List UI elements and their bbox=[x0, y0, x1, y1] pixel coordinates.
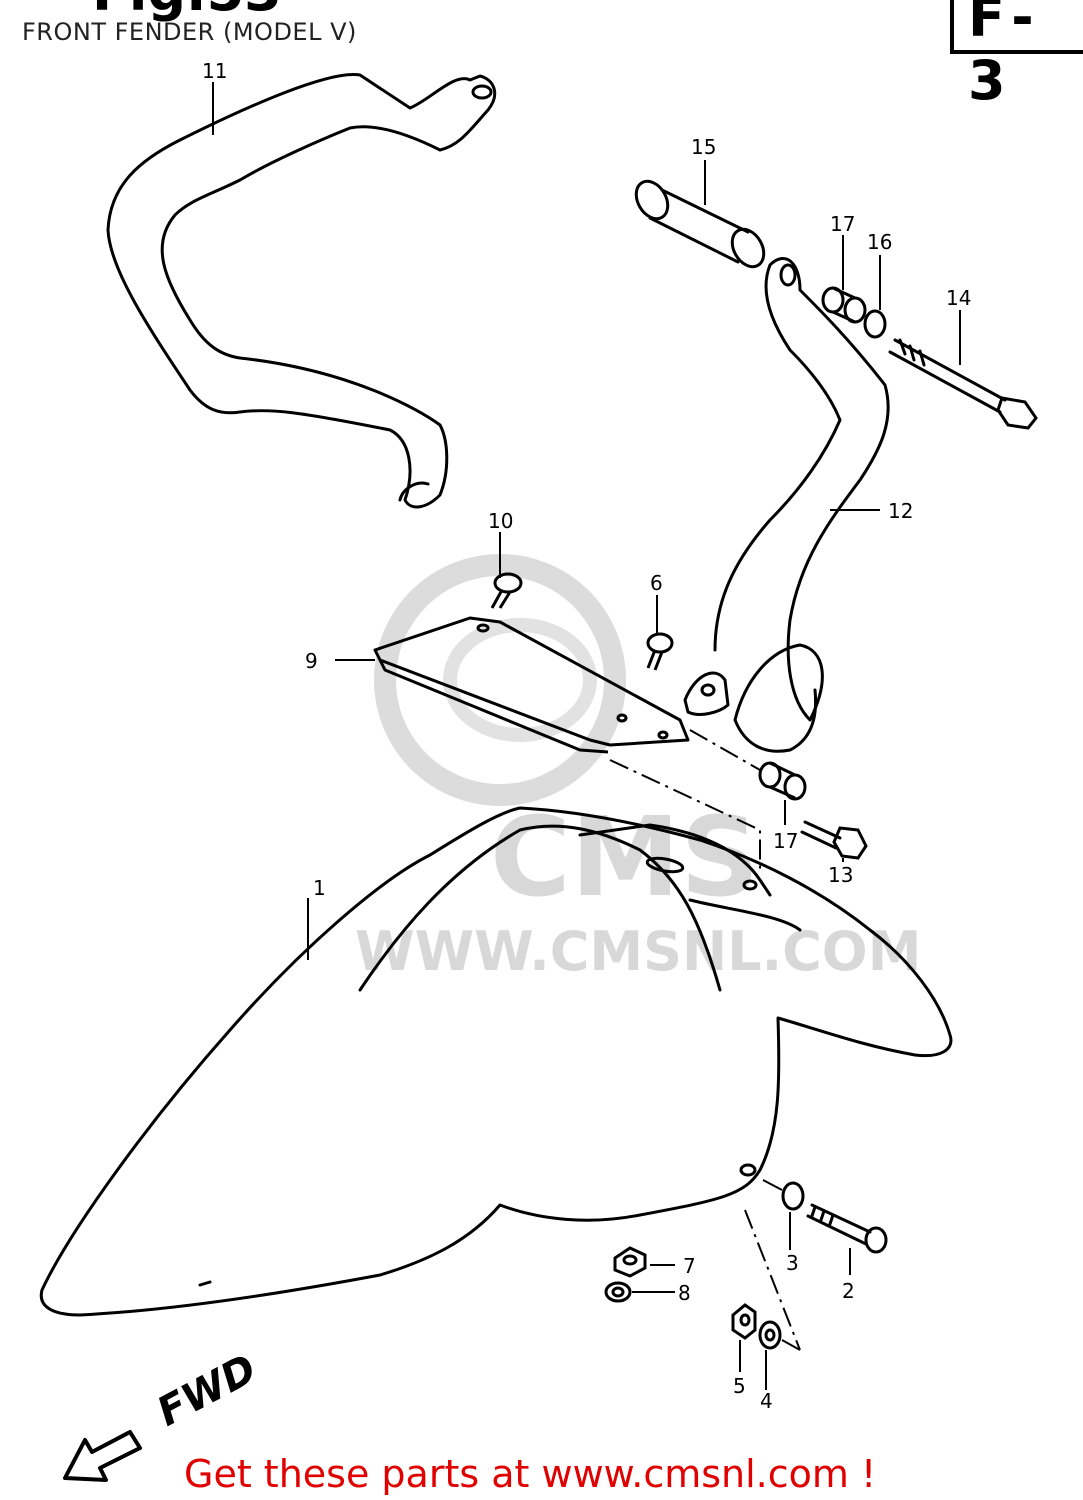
watermark-ring bbox=[374, 554, 626, 806]
part-2-bolt bbox=[806, 1203, 888, 1254]
callout-16: 16 bbox=[867, 230, 892, 254]
leader-lines bbox=[212, 82, 961, 1390]
watermark-face bbox=[443, 618, 597, 742]
part-5-nut bbox=[731, 1303, 757, 1340]
diagram-subtitle: FRONT FENDER (MODEL V) bbox=[22, 18, 357, 46]
callout-9: 9 bbox=[305, 649, 318, 673]
callout-4: 4 bbox=[760, 1389, 773, 1413]
part-4-washer bbox=[758, 1320, 782, 1350]
part-12-brace-right bbox=[683, 257, 890, 753]
callout-2: 2 bbox=[842, 1279, 855, 1303]
watermark-brand: CMS bbox=[490, 793, 759, 921]
part-6-screw bbox=[646, 632, 674, 671]
watermark: CMS WWW.CMSNL.COM bbox=[355, 554, 921, 983]
callout-13: 13 bbox=[828, 863, 853, 887]
callout-17-lower: 17 bbox=[773, 829, 798, 853]
figure-heading: Fig.53 bbox=[92, 0, 282, 23]
part-17-spacer-lower bbox=[758, 761, 807, 801]
callout-10: 10 bbox=[488, 509, 513, 533]
footer-link-text[interactable]: Get these parts at www.cmsnl.com ! bbox=[184, 1452, 877, 1496]
callout-3: 3 bbox=[786, 1251, 799, 1275]
part-1-front-fender bbox=[39, 806, 953, 1317]
part-8-nut bbox=[604, 1281, 632, 1303]
fwd-arrow-icon bbox=[63, 1430, 142, 1482]
watermark-site: WWW.CMSNL.COM bbox=[355, 920, 921, 983]
callout-labels: 1 2 3 4 5 6 7 8 9 10 11 12 13 14 15 16 1… bbox=[202, 59, 971, 1413]
part-10-screw bbox=[490, 572, 523, 609]
part-11-brace-left bbox=[106, 73, 497, 509]
part-15-pin bbox=[634, 179, 766, 269]
callout-6: 6 bbox=[650, 571, 663, 595]
part-9-brace-plate bbox=[373, 616, 690, 754]
part-7-nut bbox=[613, 1246, 647, 1278]
callout-5: 5 bbox=[733, 1374, 746, 1398]
callout-7: 7 bbox=[683, 1254, 696, 1278]
callout-17-upper: 17 bbox=[830, 212, 855, 236]
figure-code-box bbox=[950, 0, 1083, 54]
callout-14: 14 bbox=[946, 286, 971, 310]
part-17-spacer-upper bbox=[821, 286, 867, 324]
callout-8: 8 bbox=[678, 1281, 691, 1305]
part-3-washer bbox=[781, 1181, 805, 1211]
callout-11: 11 bbox=[202, 59, 227, 83]
callout-12: 12 bbox=[888, 499, 913, 523]
part-14-bolt bbox=[888, 338, 1038, 430]
assembly-lines bbox=[609, 729, 801, 1351]
callout-1: 1 bbox=[313, 876, 326, 900]
part-13-bolt bbox=[800, 820, 868, 860]
callout-15: 15 bbox=[691, 135, 716, 159]
figure-code: F-3 bbox=[968, 0, 1042, 112]
part-16-washer bbox=[863, 309, 887, 339]
